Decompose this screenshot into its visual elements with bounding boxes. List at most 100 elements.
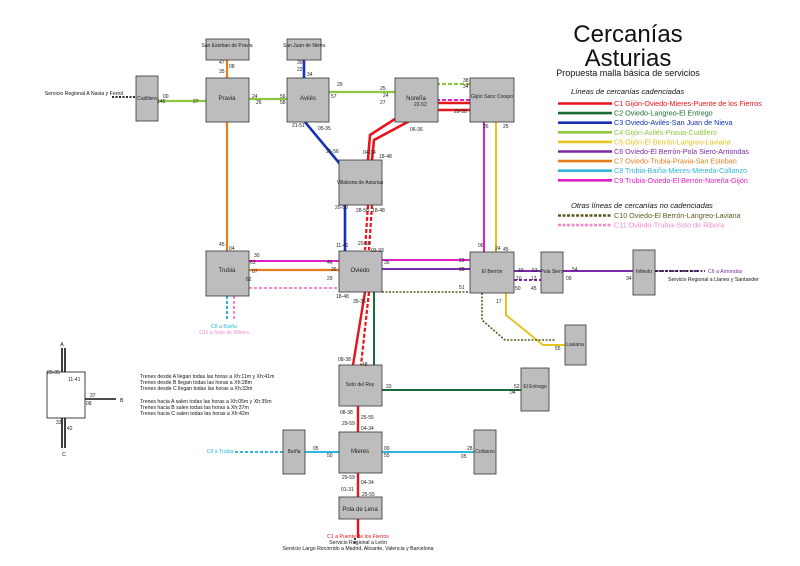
line-c5 (495, 122, 565, 346)
time-label: 25-55 (362, 492, 375, 498)
legend-item-label: C2 Oviedo-Langreo-El Entrego (614, 109, 713, 118)
svg-text:Villabona de Asturias: Villabona de Asturias (337, 180, 384, 186)
time-label: 48 (362, 362, 368, 368)
station-san-esteban[interactable]: San Esteban de Pravia (201, 38, 253, 61)
station-label: Pravia (218, 96, 236, 102)
key-info: Trenes desde A llegan todas las horas a … (140, 374, 274, 417)
time-label: 11-41 (336, 243, 349, 249)
time-label: 08-38 (340, 410, 353, 416)
note-regional-east: Servicio Regional a Llanes y Santander (668, 277, 759, 283)
key-label-a: A (60, 342, 64, 348)
key-time: 11-41 (68, 377, 81, 383)
time-label: 34 (626, 276, 632, 282)
time-label: 29 (327, 276, 333, 282)
time-label: 24 (495, 246, 501, 252)
key-box (46, 371, 86, 419)
note-c8-baina: C8 a Baíña (211, 324, 237, 330)
time-label: 51 (459, 285, 465, 291)
line-c10 (382, 291, 555, 341)
station-cudillero[interactable]: Cudillero (135, 75, 159, 122)
key-time: 33 (56, 420, 62, 426)
time-label: 38 (463, 78, 469, 84)
time-label: 28 (459, 267, 465, 273)
time-label: 50 (515, 286, 521, 292)
station-san-juan[interactable]: San Juan de Nieva (283, 38, 325, 61)
time-label: 17 (496, 299, 502, 305)
legend-item-label: C5 Gijón-El Berrón-Langreo-Laviana (614, 137, 731, 146)
time-label: 05 (461, 454, 467, 460)
station-villabona[interactable]: Villabona de Asturias (337, 159, 384, 206)
stations: San Esteban de Pravia San Juan de Nieva … (135, 38, 656, 520)
station-laviana[interactable]: Laviana (564, 324, 587, 366)
svg-text:San Esteban de Pravia: San Esteban de Pravia (201, 43, 252, 49)
time-label: 04-34 (363, 150, 376, 156)
station-label: San Juan de Nieva (283, 43, 325, 49)
station-pravia[interactable]: Pravia (205, 77, 250, 123)
note-regional-leon: Servicio Regional a León (329, 540, 387, 546)
time-label: 54 (572, 267, 578, 273)
time-label: 45 (531, 286, 537, 292)
station-label: Pola Siero (540, 269, 563, 275)
line-c1b (370, 108, 470, 161)
station-mieres[interactable]: Mieres (338, 431, 383, 474)
station-trubia[interactable]: Trubia (205, 250, 250, 297)
time-label: 28 (467, 446, 473, 452)
time-label: 30 (254, 253, 260, 259)
time-label: 46 (327, 260, 333, 266)
time-label: 35 (219, 69, 225, 75)
time-label: 03-33 (371, 248, 384, 254)
time-labels: 47 08 35 30 22 34 00 146 27 24 26 56 58 … (157, 60, 632, 498)
time-label: 20-50 (358, 241, 371, 247)
time-label: 18-48 (336, 294, 349, 300)
svg-text:Soto del Rey: Soto del Rey (346, 382, 375, 388)
station-label: Baíña (287, 449, 300, 455)
station-label: Soto del Rey (346, 382, 375, 388)
time-label: 50 (327, 453, 333, 459)
station-label: Avilés (300, 96, 316, 102)
time-label: 26 (483, 124, 489, 130)
time-label: 09 (566, 276, 572, 282)
line-c7 (225, 60, 340, 272)
line-c2 (373, 292, 521, 391)
legend-lines: C1 Gijón-Oviedo-Mieres-Puente de los Fie… (558, 99, 762, 185)
note-largo-recorrido: Servicio Largo Recorrido a Madrid, Alica… (283, 546, 434, 552)
station-label: Laviana (566, 342, 584, 348)
station-pola-lena[interactable]: Pola de Lena (338, 496, 383, 520)
station-aviles[interactable]: Avilés (286, 77, 330, 123)
time-label: 33 (386, 384, 392, 390)
note-c1-fierros: C1 a Puente de los Fierros (327, 534, 389, 540)
station-soto-rey[interactable]: Soto del Rey (338, 364, 383, 407)
station-label: Villabona de Asturias (337, 180, 384, 186)
time-label: 35-35 (353, 299, 366, 305)
svg-text:El Entrego: El Entrego (523, 384, 547, 390)
line-c9 (249, 259, 470, 262)
station-gijon[interactable]: Gijón Sanz Crespo (469, 77, 515, 123)
time-label: 55 (384, 453, 390, 459)
station-oviedo[interactable]: Oviedo (338, 250, 383, 293)
key-info-line: Trenes hacia B salen todas las horas a X… (140, 405, 249, 411)
svg-text:Avilés: Avilés (300, 96, 316, 102)
time-label: 04-34 (361, 480, 374, 486)
station-el-berron[interactable]: El Berrón (469, 251, 515, 294)
time-label: 53 (532, 268, 538, 274)
station-pola-siero[interactable]: Pola Siero (540, 251, 564, 294)
svg-text:Mieres: Mieres (351, 449, 369, 455)
svg-text:Pravia: Pravia (218, 96, 236, 102)
note-c11-soto: C11 a Soto de Ribera (199, 330, 249, 336)
legend-heading-scheduled: Líneas de cercanías cadenciadas (571, 87, 684, 96)
station-collanzo[interactable]: Collanzo (473, 429, 497, 475)
station-label: Cudillero (137, 96, 157, 102)
time-label: 21-51 (292, 123, 305, 129)
svg-text:Pola Siero: Pola Siero (540, 269, 563, 275)
key-label-b: B (120, 398, 124, 404)
station-baina[interactable]: Baíña (282, 429, 306, 475)
station-infiesto[interactable]: Infiesto (632, 249, 656, 296)
svg-text:Noreña: Noreña (406, 96, 426, 102)
station-label: Mieres (351, 449, 369, 455)
legend-item-label: C1 Gijón-Oviedo-Mieres-Puente de los Fie… (614, 99, 762, 108)
station-norena[interactable]: Noreña (394, 77, 439, 123)
svg-text:Gijón Sanz Crespo: Gijón Sanz Crespo (471, 94, 513, 100)
key-time: 05-35 (47, 370, 60, 376)
station-el-entrego[interactable]: El Entrego (520, 367, 550, 412)
legend-item-label: C8 Trubia-Baiña-Mieres-Mereda-Collanzo (614, 166, 747, 175)
